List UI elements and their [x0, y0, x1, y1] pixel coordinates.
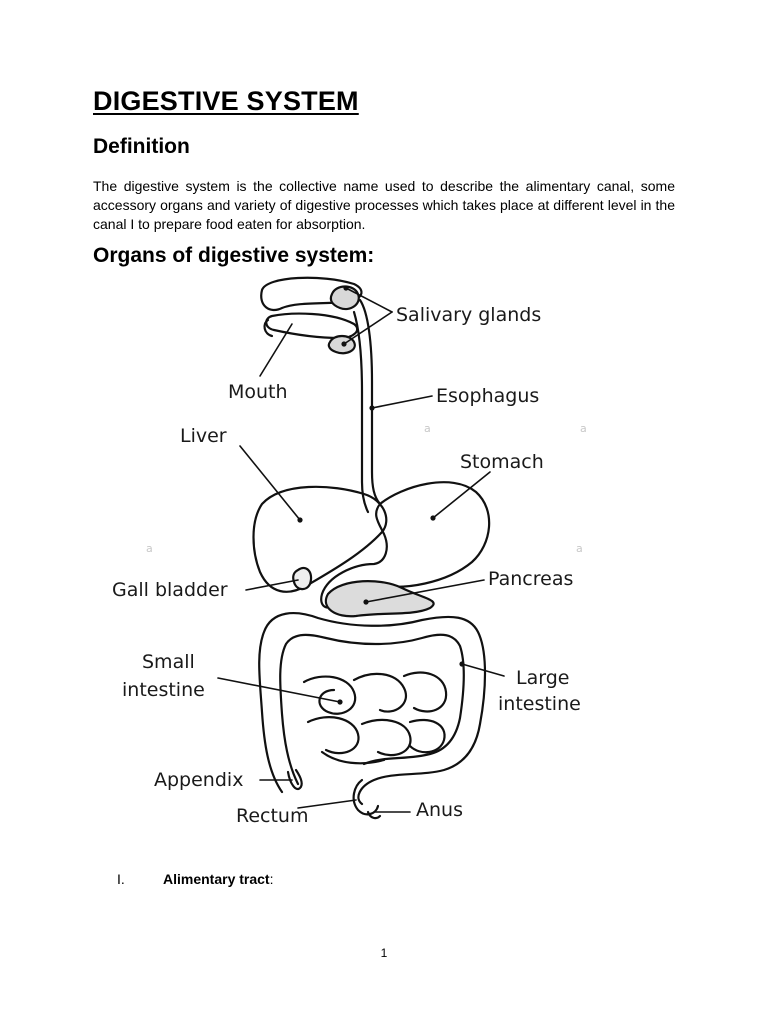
large-intestine-shape — [258, 612, 487, 806]
label-small-intestine-line2: intestine — [122, 679, 205, 701]
label-large-intestine-line1: Large — [516, 667, 569, 689]
watermark-mark: a — [580, 422, 587, 435]
watermark-mark: a — [576, 542, 583, 555]
organs-heading: Organs of digestive system: — [93, 244, 375, 267]
watermark-mark: a — [146, 542, 153, 555]
list-item-text: Alimentary tract — [163, 871, 270, 887]
list-item-label: Alimentary tract: — [163, 871, 273, 887]
page-number: 1 — [380, 946, 388, 960]
diagram-svg: a a a a Salivary glands Mouth Esophagus … — [112, 276, 587, 827]
label-pointers — [217, 287, 505, 813]
list-item-number: I. — [117, 871, 125, 887]
label-stomach: Stomach — [460, 451, 544, 473]
watermark-mark: a — [424, 422, 431, 435]
label-appendix: Appendix — [154, 769, 243, 791]
label-salivary-glands: Salivary glands — [396, 304, 541, 326]
label-esophagus: Esophagus — [436, 385, 539, 407]
document-title: DIGESTIVE SYSTEM — [93, 86, 359, 116]
label-mouth: Mouth — [228, 381, 288, 403]
definition-paragraph: The digestive system is the collective n… — [93, 178, 675, 232]
esophagus-tube — [358, 298, 382, 506]
digestive-system-diagram: a a a a Salivary glands Mouth Esophagus … — [92, 272, 652, 850]
label-liver: Liver — [180, 425, 227, 447]
label-pancreas: Pancreas — [488, 568, 573, 590]
gall-bladder-shape — [292, 566, 313, 591]
appendix-shape — [286, 768, 303, 791]
liver-shape — [252, 485, 388, 593]
small-intestine-coils — [302, 671, 448, 765]
label-large-intestine-line2: intestine — [498, 693, 581, 715]
list-item-suffix: : — [269, 871, 274, 887]
mouth-shape — [265, 312, 359, 340]
definition-heading: Definition — [93, 135, 190, 158]
label-gall-bladder: Gall bladder — [112, 579, 228, 601]
label-small-intestine-line1: Small — [142, 651, 195, 673]
label-anus: Anus — [416, 799, 463, 821]
label-rectum: Rectum — [236, 805, 308, 827]
